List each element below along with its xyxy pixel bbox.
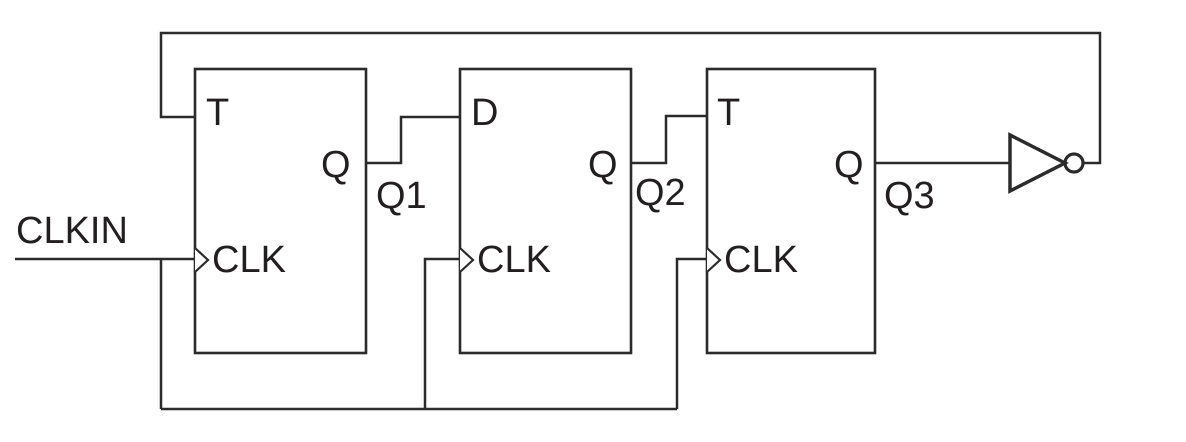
clock-edge-symbols <box>194 247 722 273</box>
ff3-clock-label: CLK <box>724 239 798 281</box>
q2-to-t-wire <box>631 114 707 165</box>
feedback-wire <box>159 31 1102 165</box>
inverter-bubble <box>1063 152 1085 174</box>
clock-edge-triangle-icon-2 <box>459 247 475 273</box>
q2-node-label: Q2 <box>635 172 686 214</box>
ff3-output-label: Q <box>834 144 864 186</box>
clk2-riser-wire <box>423 257 460 409</box>
t-flip-flop-1-box <box>193 67 368 355</box>
flip-flop-boxes <box>193 67 877 355</box>
q1-node-label: Q1 <box>376 175 427 217</box>
clock-edge-triangle-icon-3 <box>706 247 722 273</box>
ff3-input-label: T <box>717 92 740 134</box>
ff2-input-label: D <box>471 92 498 134</box>
not-gate-icon <box>1008 132 1085 194</box>
inverter-triangle <box>1008 132 1069 194</box>
ff2-clock-label: CLK <box>477 239 551 281</box>
ff2-output-label: Q <box>588 144 618 186</box>
labels: CLKIN T Q CLK Q1 D Q CLK Q2 T Q CLK Q3 <box>16 92 935 281</box>
clk3-riser-wire <box>675 257 707 409</box>
ff1-output-label: Q <box>321 144 351 186</box>
ff1-input-label: T <box>206 92 229 134</box>
t-flip-flop-2-box <box>705 67 877 355</box>
d-flip-flop-box <box>458 67 633 355</box>
ff1-clock-label: CLK <box>212 239 286 281</box>
q1-to-d-wire <box>366 115 460 165</box>
clock-edge-triangle-icon-1 <box>194 247 210 273</box>
clkin-label: CLKIN <box>16 210 128 252</box>
q3-node-label: Q3 <box>884 175 935 217</box>
wires <box>15 31 1102 411</box>
